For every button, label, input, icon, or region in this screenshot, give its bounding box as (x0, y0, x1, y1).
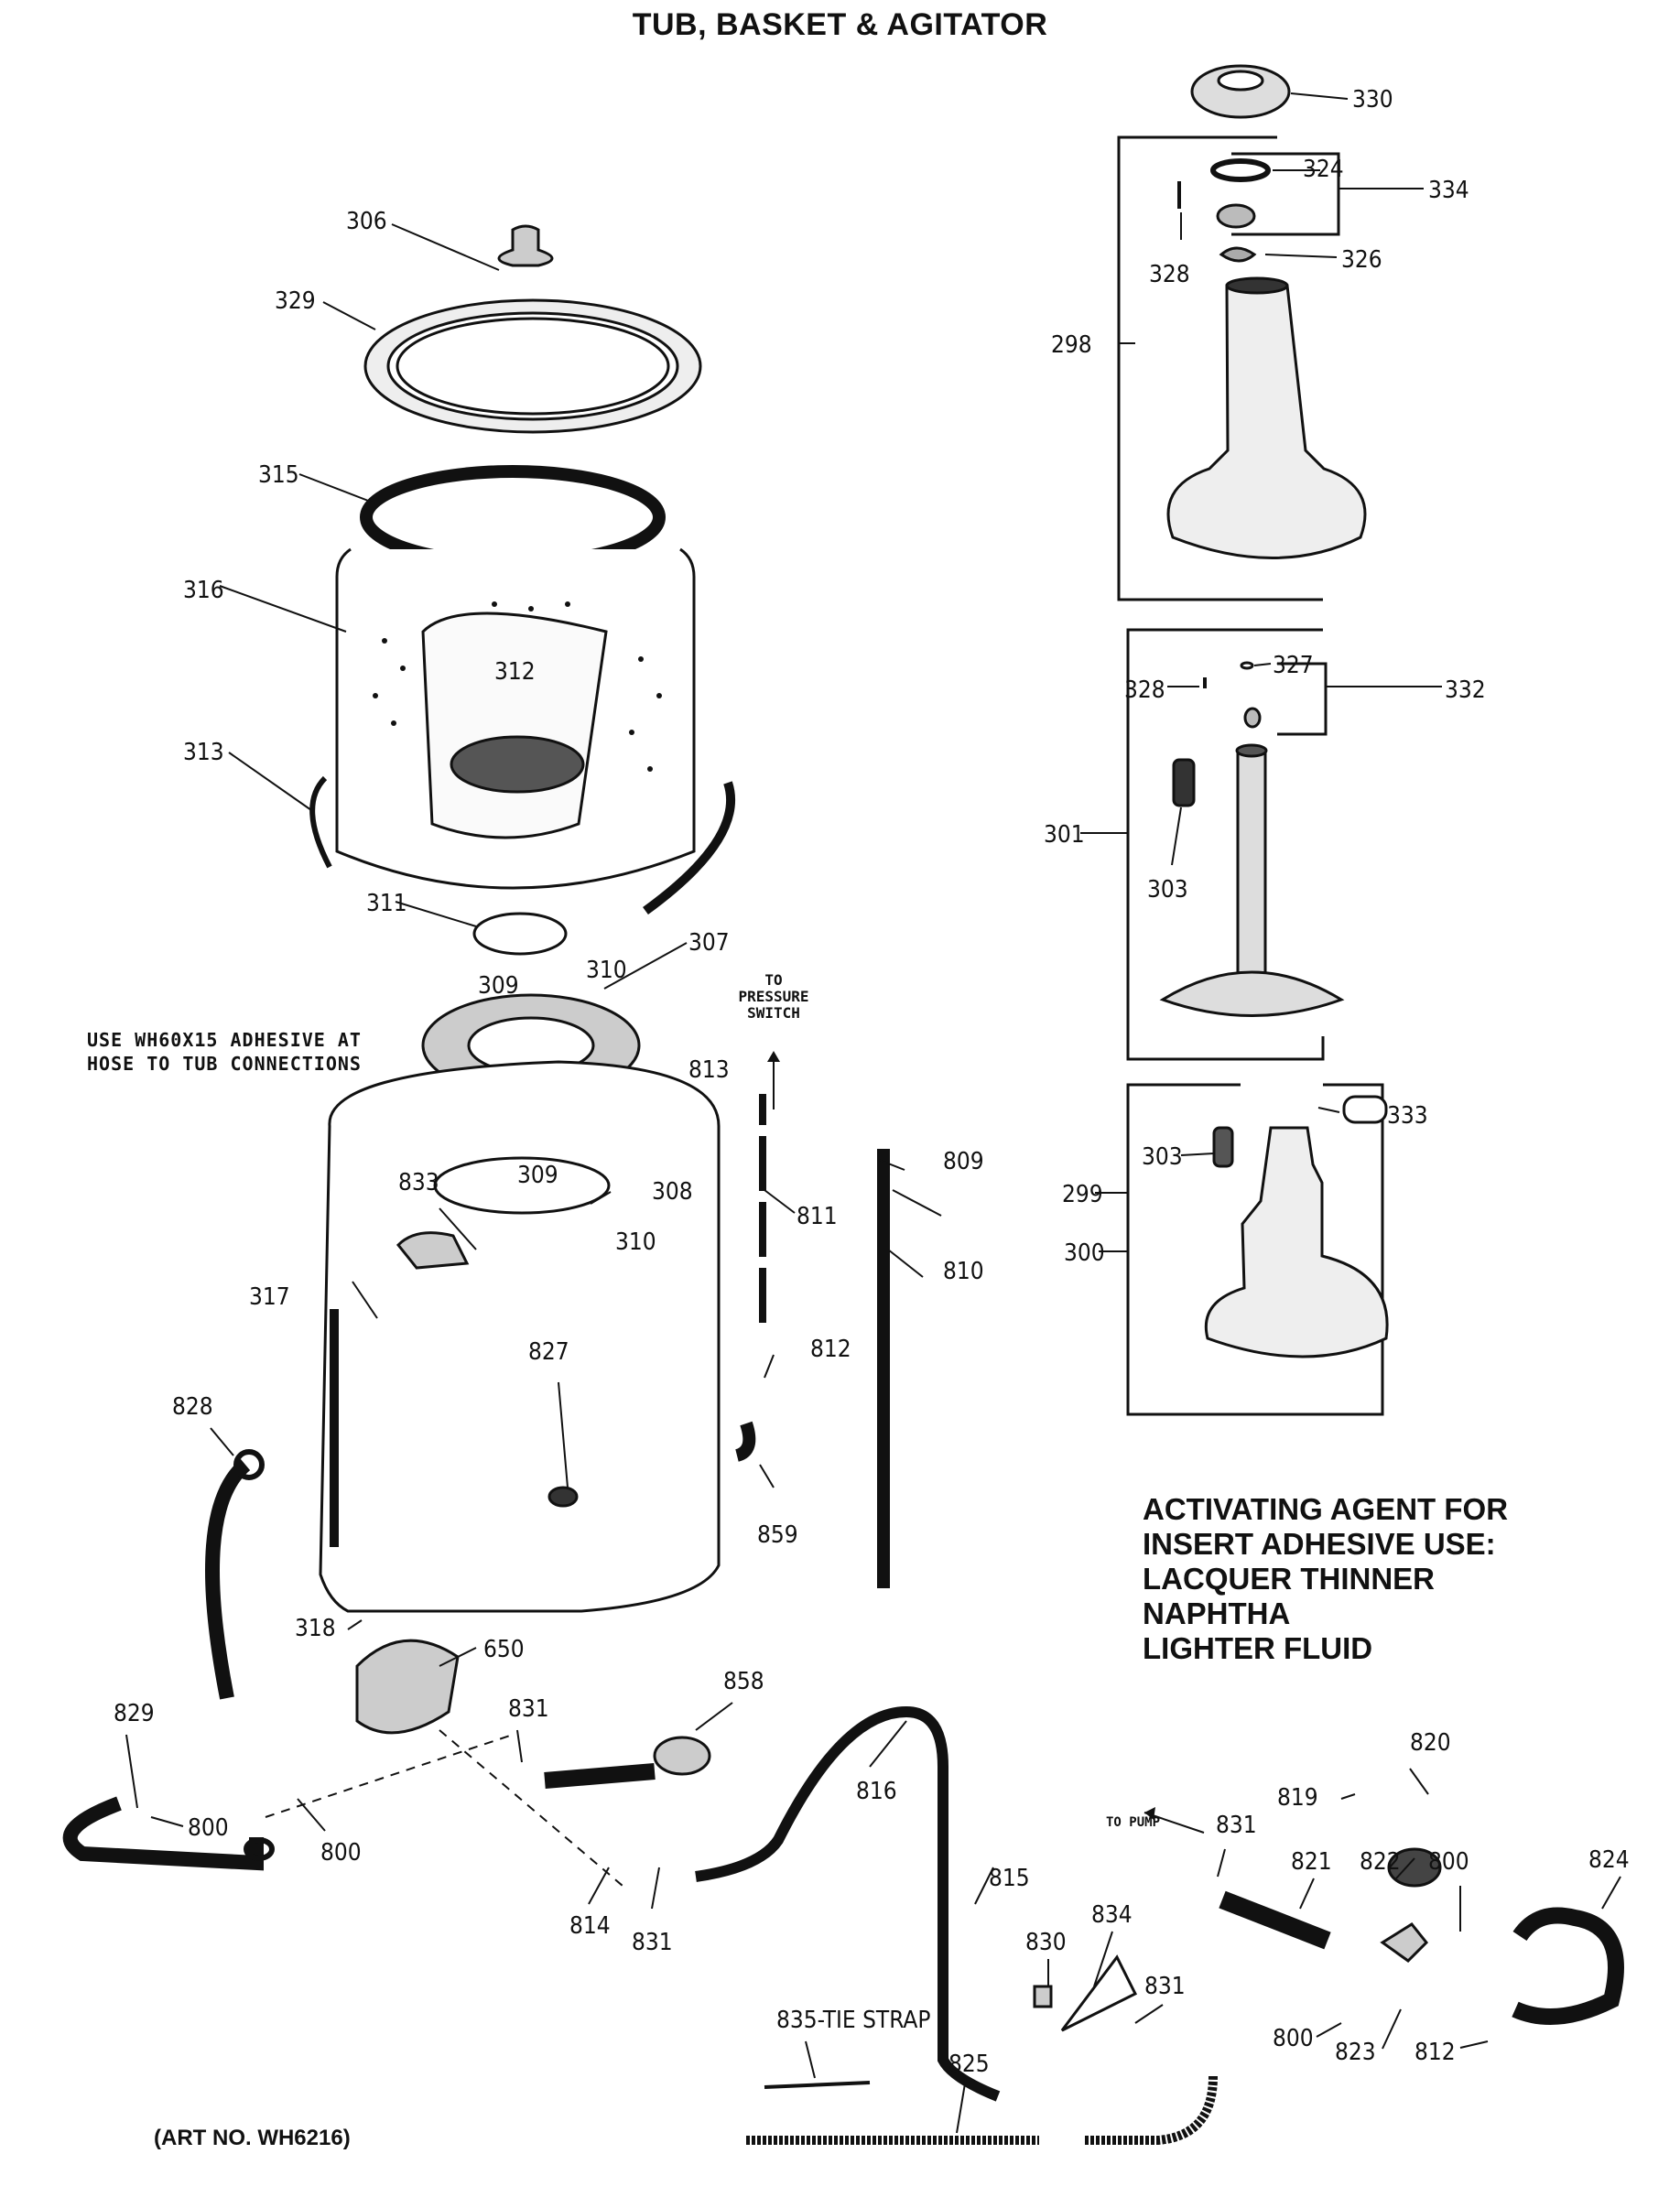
part-label: 800 (320, 1839, 362, 1867)
activating-agent-note: ACTIVATING AGENT FOR INSERT ADHESIVE USE… (1143, 1492, 1508, 1666)
part-label: 825 (948, 2051, 990, 2078)
part-label: 311 (366, 890, 407, 917)
part-label: 811 (797, 1203, 838, 1230)
part-label: 326 (1341, 246, 1382, 274)
part-label: 315 (258, 461, 299, 489)
part-label: 310 (586, 957, 627, 984)
agent-line: NAPHTHA (1143, 1596, 1291, 1630)
part-label: 820 (1410, 1729, 1451, 1757)
part-label: 309 (478, 972, 519, 1000)
part-label: 328 (1124, 676, 1165, 704)
part-label: 824 (1588, 1846, 1630, 1874)
part-label: 313 (183, 739, 224, 766)
part-label: 831 (1144, 1973, 1186, 2000)
part-label: 812 (810, 1336, 851, 1363)
pressure-note-line: TO (764, 971, 783, 989)
part-label: 298 (1051, 331, 1092, 359)
part-label: 809 (943, 1148, 984, 1175)
part-label: 831 (1216, 1812, 1257, 1839)
part-label: 813 (688, 1056, 730, 1084)
part-label: 859 (757, 1521, 798, 1549)
adhesive-note-line: HOSE TO TUB CONNECTIONS (87, 1053, 362, 1075)
to-pump-note: TO PUMP (1106, 1815, 1161, 1830)
part-label: 332 (1445, 676, 1486, 704)
part-label: 328 (1149, 261, 1190, 288)
part-label: 308 (652, 1178, 693, 1206)
tie-strap-label: 835-TIE STRAP (776, 2007, 931, 2034)
part-label: 831 (508, 1695, 549, 1723)
part-label: 312 (494, 658, 536, 686)
part-label: 823 (1335, 2039, 1376, 2066)
agent-line: ACTIVATING AGENT FOR (1143, 1492, 1509, 1526)
part-label: 812 (1414, 2039, 1456, 2066)
agent-line: LACQUER THINNER (1143, 1562, 1435, 1596)
part-label: 299 (1062, 1181, 1103, 1208)
pressure-note-line: PRESSURE (738, 988, 809, 1005)
part-label: 822 (1360, 1848, 1401, 1876)
part-label: 800 (1273, 2025, 1314, 2052)
part-label: 816 (856, 1778, 897, 1805)
part-label: 317 (249, 1283, 290, 1311)
part-label: 324 (1303, 156, 1344, 183)
part-label: 303 (1142, 1143, 1183, 1171)
part-label: 300 (1064, 1239, 1105, 1267)
diagram-title: TUB, BASKET & AGITATOR (632, 7, 1048, 42)
part-label: 307 (688, 929, 730, 957)
part-label: 330 (1352, 86, 1393, 114)
part-label: 814 (569, 1912, 611, 1940)
part-label: 829 (114, 1700, 155, 1727)
part-label: 834 (1091, 1901, 1133, 1929)
part-label: 800 (1428, 1848, 1469, 1876)
part-label: 333 (1387, 1102, 1428, 1130)
part-label: 858 (723, 1668, 764, 1695)
part-label: 318 (295, 1615, 336, 1642)
part-label: 833 (398, 1169, 439, 1196)
adhesive-note: USE WH60X15 ADHESIVE AT HOSE TO TUB CONN… (87, 1028, 362, 1076)
part-label: 316 (183, 577, 224, 604)
part-label: 830 (1025, 1929, 1067, 1956)
part-label: 819 (1277, 1784, 1318, 1812)
part-label: 810 (943, 1258, 984, 1285)
part-label: 828 (172, 1393, 213, 1421)
agent-line: INSERT ADHESIVE USE: (1143, 1527, 1496, 1561)
part-label: 831 (632, 1929, 673, 1956)
part-label: 650 (483, 1636, 525, 1663)
part-label: 309 (517, 1162, 558, 1189)
part-label: 800 (188, 1814, 229, 1842)
part-label: 301 (1044, 821, 1085, 849)
part-label: 306 (346, 208, 387, 235)
art-number: (ART NO. WH6216) (154, 2126, 351, 2150)
adhesive-note-line: USE WH60X15 ADHESIVE AT (87, 1029, 362, 1051)
part-label: 310 (615, 1228, 656, 1256)
pressure-note-line: SWITCH (747, 1004, 800, 1022)
part-label: 303 (1147, 876, 1188, 904)
agent-line: LIGHTER FLUID (1143, 1631, 1373, 1665)
part-label: 329 (275, 287, 316, 315)
part-label: 827 (528, 1338, 569, 1366)
part-label: 821 (1291, 1848, 1332, 1876)
part-label: 327 (1273, 652, 1314, 679)
pressure-switch-note: TO PRESSURE SWITCH (728, 972, 819, 1022)
part-label: 815 (989, 1865, 1030, 1892)
part-label: 334 (1428, 177, 1469, 204)
